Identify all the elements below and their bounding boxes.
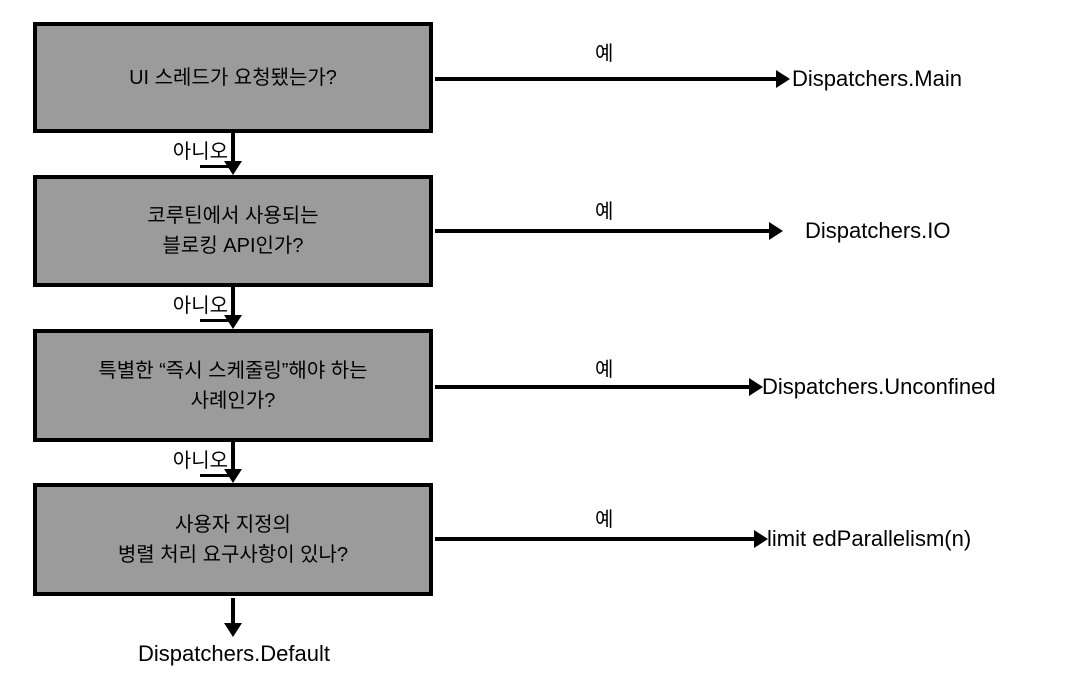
arrow-right-icon — [435, 222, 783, 240]
arrow-down-icon — [224, 442, 242, 483]
arrow-down-icon — [224, 598, 242, 637]
arrow-right-icon — [435, 70, 790, 88]
result-label-limited-parallelism: limit edParallelism(n) — [767, 526, 972, 551]
result-label-dispatchers-default: Dispatchers.Default — [138, 641, 330, 666]
arrow-right-icon — [435, 378, 763, 396]
question-text: 특별한 “즉시 스케줄링”해야 하는 사례인가? — [98, 359, 368, 412]
yes-label: 예 — [595, 509, 614, 531]
question-box-ui-thread: UI 스레드가 요청됐는가? — [33, 22, 433, 133]
no-label-underline — [200, 165, 234, 168]
arrow-down-icon — [224, 133, 242, 175]
no-label: 아니오 — [172, 295, 228, 317]
arrow-down-icon — [224, 287, 242, 329]
result-label-dispatchers-main: Dispatchers.Main — [792, 66, 962, 91]
arrow-right-icon — [435, 530, 768, 548]
question-text: 사용자 지정의 병렬 처리 요구사항이 있나? — [117, 513, 349, 566]
question-box-blocking-api: 코루틴에서 사용되는 블로킹 API인가? — [33, 175, 433, 287]
question-text: 코루틴에서 사용되는 블로킹 API인가? — [147, 205, 319, 257]
no-label: 아니오 — [172, 450, 228, 472]
yes-label: 예 — [595, 201, 614, 223]
no-label-underline — [200, 474, 234, 477]
no-label-underline — [200, 319, 234, 322]
result-label-dispatchers-io: Dispatchers.IO — [805, 218, 951, 243]
yes-label: 예 — [595, 43, 614, 65]
question-box-custom-parallelism: 사용자 지정의 병렬 처리 요구사항이 있나? — [33, 483, 433, 596]
result-label-dispatchers-unconfined: Dispatchers.Unconfined — [762, 374, 996, 399]
question-box-immediate-scheduling: 특별한 “즉시 스케줄링”해야 하는 사례인가? — [33, 329, 433, 442]
yes-label: 예 — [595, 359, 614, 381]
question-text: UI 스레드가 요청됐는가? — [129, 66, 337, 89]
no-label: 아니오 — [172, 141, 228, 163]
